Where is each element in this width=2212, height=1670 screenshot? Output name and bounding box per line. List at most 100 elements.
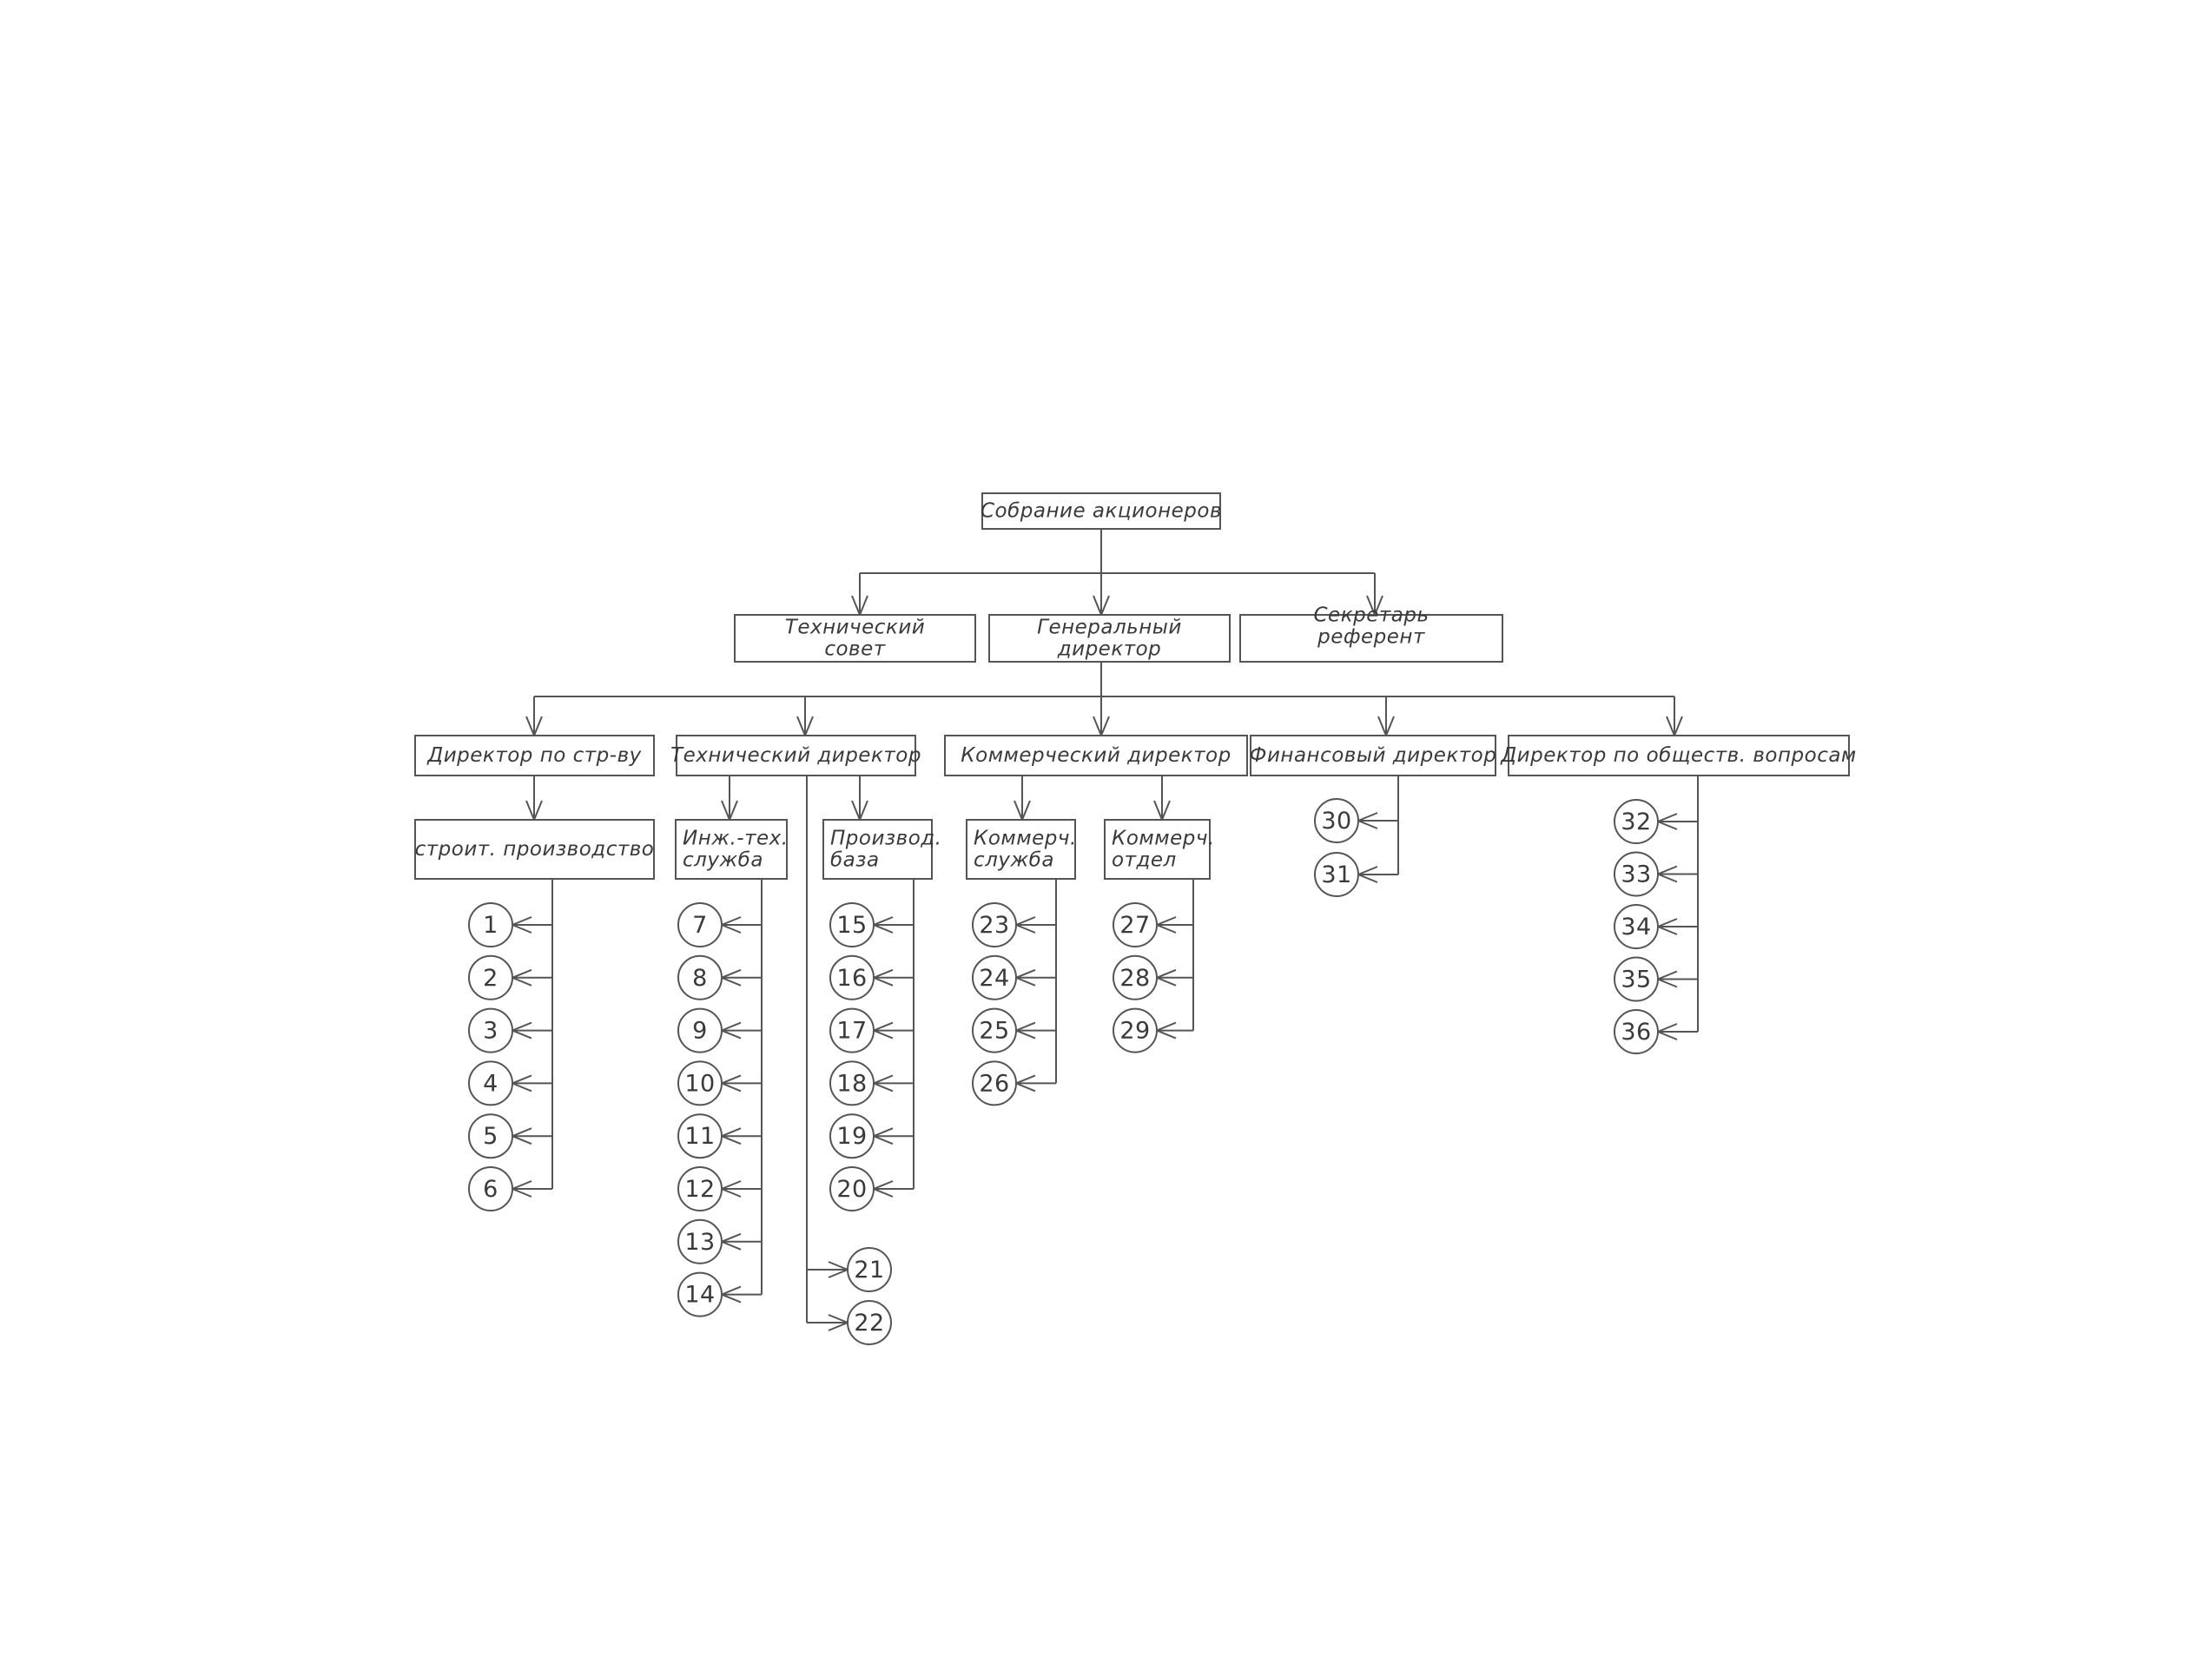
unit-number: 11 [684,1123,715,1150]
unit-number: 20 [836,1176,867,1203]
box-label: база [830,849,880,872]
unit-circle: 32 [1614,799,1659,844]
box-label: Директор по стр-ву [426,744,641,767]
unit-number: 25 [979,1018,1009,1045]
unit-circle: 6 [468,1166,513,1211]
unit-number: 19 [836,1123,867,1150]
unit-number: 27 [1119,912,1150,939]
unit-number: 31 [1321,861,1351,888]
unit-number: 4 [483,1070,499,1097]
unit-circle: 28 [1113,954,1158,1000]
commercial-director-box: Коммерческий директор [944,735,1248,776]
unit-circle: 2 [468,954,513,1000]
unit-circle: 27 [1113,902,1158,947]
unit-circle: 15 [829,902,875,947]
unit-number: 7 [692,912,708,939]
unit-number: 30 [1321,808,1351,835]
unit-circle: 19 [829,1113,875,1159]
unit-circle: 12 [677,1166,723,1211]
unit-circle: 9 [677,1007,723,1053]
unit-circles: 1234567891011121314151617181920232425262… [468,798,1659,1345]
unit-circle: 11 [677,1113,723,1159]
box-label: служба [974,849,1054,872]
production-base-box: Производ.база [822,819,941,880]
unit-circle: 20 [829,1166,875,1211]
technical-director-box: Технический директор [670,735,921,776]
unit-number: 5 [483,1123,499,1150]
unit-circle: 35 [1614,956,1659,1002]
construction-director-box: Директор по стр-ву [414,735,655,776]
unit-circle: 26 [972,1060,1017,1106]
unit-circle: 30 [1314,798,1359,843]
unit-circle: 13 [677,1218,723,1264]
box-label: Инж.-тех. [683,828,789,850]
unit-circle: 8 [677,954,723,1000]
unit-number: 28 [1119,965,1150,992]
unit-circle: 23 [972,902,1017,947]
box-label: референт [1317,626,1425,649]
unit-number: 8 [692,965,708,992]
unit-circle: 24 [972,954,1017,1000]
unit-number: 2 [483,965,499,992]
box-label: Коммерческий директор [961,744,1231,767]
unit-circle: 29 [1113,1007,1158,1053]
unit-number: 26 [979,1070,1009,1097]
commercial-department-box: Коммерч.отдел [1104,819,1215,880]
unit-number: 3 [483,1018,499,1045]
unit-circle: 25 [972,1007,1017,1053]
unit-number: 13 [684,1229,715,1256]
unit-circle: 17 [829,1007,875,1053]
unit-number: 9 [692,1018,708,1045]
unit-circle: 18 [829,1060,875,1106]
unit-number: 34 [1621,914,1651,941]
box-label: совет [824,638,885,661]
box-label: Собрание акционеров [981,500,1222,523]
commercial-service-box: Коммерч.служба [966,819,1076,880]
box-label: Директор по обществ. вопросам [1500,744,1857,767]
unit-circle: 36 [1614,1009,1659,1054]
box-label: Производ. [830,828,941,850]
unit-circle: 22 [847,1300,892,1345]
unit-number: 1 [483,912,499,939]
box-label: служба [683,849,763,872]
box-label: отдел [1112,849,1177,872]
unit-number: 18 [836,1070,867,1097]
unit-circle: 5 [468,1113,513,1159]
unit-number: 17 [836,1018,867,1045]
unit-circle: 7 [677,902,723,947]
unit-number: 15 [836,912,867,939]
box-label: Финансовый директор [1250,744,1497,767]
unit-circle: 14 [677,1271,723,1317]
unit-number: 33 [1621,861,1651,888]
shareholders-meeting-box: Собрание акционеров [981,492,1222,530]
unit-circle: 3 [468,1007,513,1053]
box-label: директор [1057,638,1162,661]
box-label: строит. производство [415,838,655,861]
connectors [510,529,1699,1331]
unit-circle: 1 [468,902,513,947]
unit-number: 12 [684,1176,715,1203]
unit-number: 35 [1621,967,1651,993]
unit-number: 14 [684,1282,715,1309]
unit-number: 29 [1119,1018,1150,1045]
engineering-service-box: Инж.-тех.служба [675,819,789,880]
unit-circle: 16 [829,954,875,1000]
box-label: Генеральный [1037,617,1182,639]
unit-number: 6 [483,1176,499,1203]
unit-circle: 34 [1614,904,1659,949]
unit-number: 36 [1621,1019,1651,1046]
unit-number: 32 [1621,809,1651,835]
unit-number: 22 [854,1310,884,1337]
unit-circle: 33 [1614,851,1659,897]
finance-director-box: Финансовый директор [1250,735,1497,776]
box-label: Коммерч. [1112,828,1215,850]
construction-production-box: строит. производство [414,819,655,880]
unit-number: 21 [854,1257,884,1284]
unit-number: 24 [979,965,1009,992]
unit-circle: 10 [677,1060,723,1106]
box-label: Технический [785,617,925,639]
